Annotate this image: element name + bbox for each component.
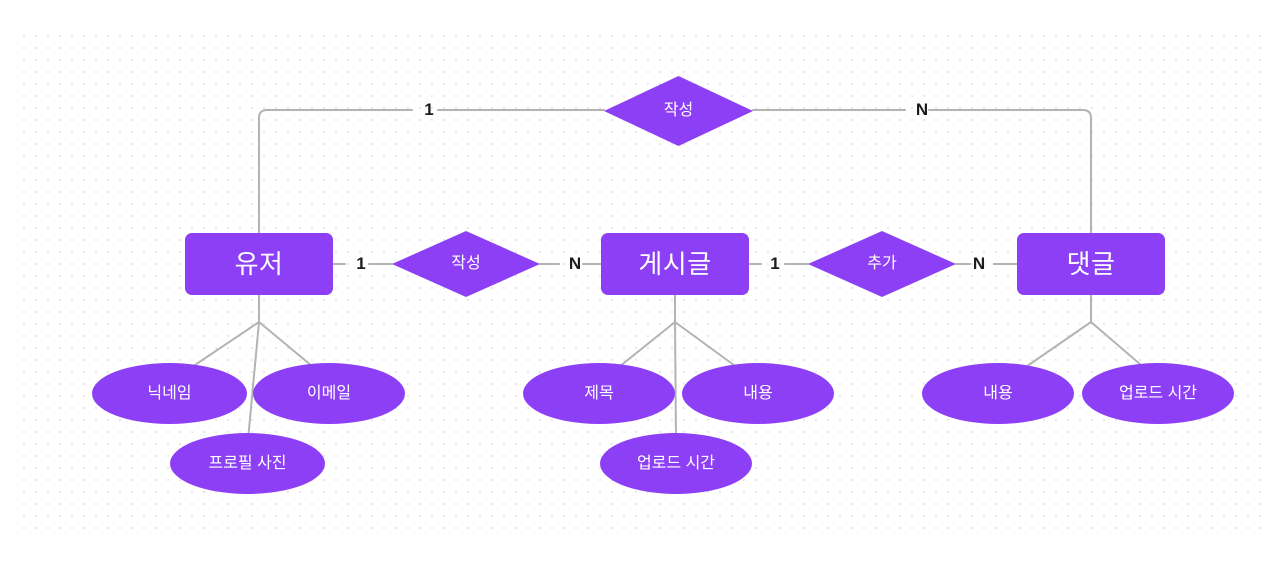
attribute-user-nickname[interactable]: 닉네임 bbox=[92, 363, 247, 424]
cardinality-post-many: N bbox=[566, 254, 584, 274]
relationship-post-comment-add[interactable]: 추가 bbox=[808, 231, 956, 297]
attribute-user-profile-photo-label: 프로필 사진 bbox=[208, 454, 287, 472]
cardinality-post-one-text: 1 bbox=[770, 254, 780, 273]
cardinality-comment-many-text: N bbox=[972, 254, 986, 273]
cardinality-top-many: N bbox=[913, 100, 931, 120]
entity-comment-label: 댓글 bbox=[1066, 248, 1116, 279]
relationship-write-top[interactable]: 작성 bbox=[604, 76, 753, 146]
attribute-user-nickname-label: 닉네임 bbox=[147, 384, 192, 402]
cardinality-comment-many: N bbox=[970, 254, 988, 274]
cardinality-post-one: 1 bbox=[766, 254, 784, 274]
entity-post-label: 게시글 bbox=[638, 248, 712, 279]
relationship-user-post-write-label: 작성 bbox=[451, 255, 481, 273]
attribute-comment-content-label: 내용 bbox=[983, 384, 1013, 402]
relationship-user-post-write[interactable]: 작성 bbox=[392, 231, 540, 297]
attribute-post-upload-time[interactable]: 업로드 시간 bbox=[600, 433, 752, 494]
attribute-user-email[interactable]: 이메일 bbox=[253, 363, 405, 424]
cardinality-top-many-text: N bbox=[915, 100, 929, 119]
cardinality-top-one-text: 1 bbox=[424, 100, 434, 119]
attribute-post-title[interactable]: 제목 bbox=[523, 363, 675, 424]
entity-user-label: 유저 bbox=[234, 248, 284, 279]
entity-post[interactable]: 게시글 bbox=[601, 233, 749, 295]
attribute-post-content[interactable]: 내용 bbox=[682, 363, 834, 424]
attribute-post-title-label: 제목 bbox=[584, 384, 614, 402]
cardinality-top-one: 1 bbox=[420, 100, 438, 120]
attribute-comment-upload-time[interactable]: 업로드 시간 bbox=[1082, 363, 1234, 424]
attribute-post-upload-time-label: 업로드 시간 bbox=[636, 454, 716, 472]
entity-comment[interactable]: 댓글 bbox=[1017, 233, 1165, 295]
cardinality-post-many-text: N bbox=[568, 254, 582, 273]
relationship-post-comment-add-label: 추가 bbox=[867, 255, 897, 273]
cardinality-user-one-text: 1 bbox=[356, 254, 366, 273]
entity-user[interactable]: 유저 bbox=[185, 233, 333, 295]
relationship-write-top-label: 작성 bbox=[663, 102, 694, 120]
attribute-post-content-label: 내용 bbox=[743, 384, 773, 402]
attribute-comment-content[interactable]: 내용 bbox=[922, 363, 1074, 424]
attribute-user-profile-photo[interactable]: 프로필 사진 bbox=[170, 433, 325, 494]
cardinality-user-one: 1 bbox=[352, 254, 370, 274]
attribute-user-email-label: 이메일 bbox=[306, 384, 352, 402]
attribute-comment-upload-time-label: 업로드 시간 bbox=[1118, 384, 1198, 402]
